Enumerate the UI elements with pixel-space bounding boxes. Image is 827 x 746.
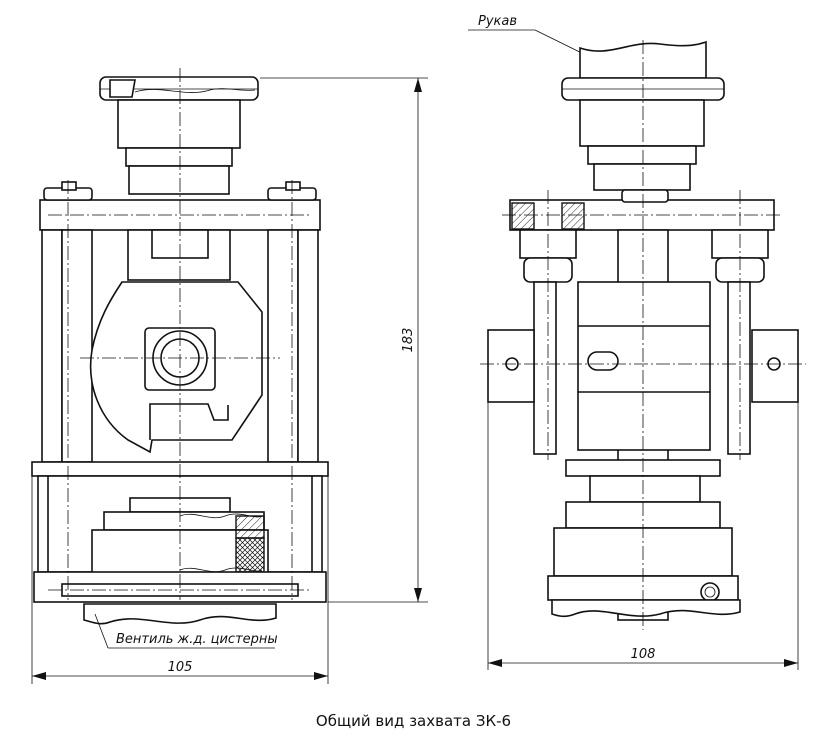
- coupling-stem: [128, 165, 230, 195]
- column-left-outer: [41, 229, 63, 463]
- coupling-body: [117, 99, 241, 149]
- dim-width-left: 105: [168, 660, 193, 675]
- side-rod-right: [727, 281, 751, 455]
- dim-height: 183: [401, 328, 416, 353]
- valve-stub: [83, 603, 277, 625]
- seal-hatch: [109, 79, 136, 98]
- column-left-inner: [61, 229, 93, 463]
- side-lug-right: [751, 329, 799, 403]
- side-nut-hatch-left: [511, 202, 535, 230]
- front-view: 183 105 Вентиль ж.д. цистерны: [31, 68, 428, 684]
- side-rod-left: [533, 281, 557, 455]
- valve-leader: [94, 613, 109, 649]
- hose-label: Рукав: [478, 14, 517, 29]
- gasket-hatch: [235, 537, 265, 573]
- coupling-neck: [125, 147, 233, 167]
- side-valve-stub: [551, 599, 741, 618]
- column-right-outer: [297, 229, 319, 463]
- side-view: Рукав: [468, 14, 806, 670]
- dim-width-right: 108: [631, 647, 656, 662]
- column-right-inner: [267, 229, 299, 463]
- hose: [579, 40, 707, 79]
- side-lug-left: [487, 329, 535, 403]
- valve-label: Вентиль ж.д. цистерны: [116, 632, 278, 647]
- drawing-caption: Общий вид захвата ЗК-6: [315, 712, 512, 730]
